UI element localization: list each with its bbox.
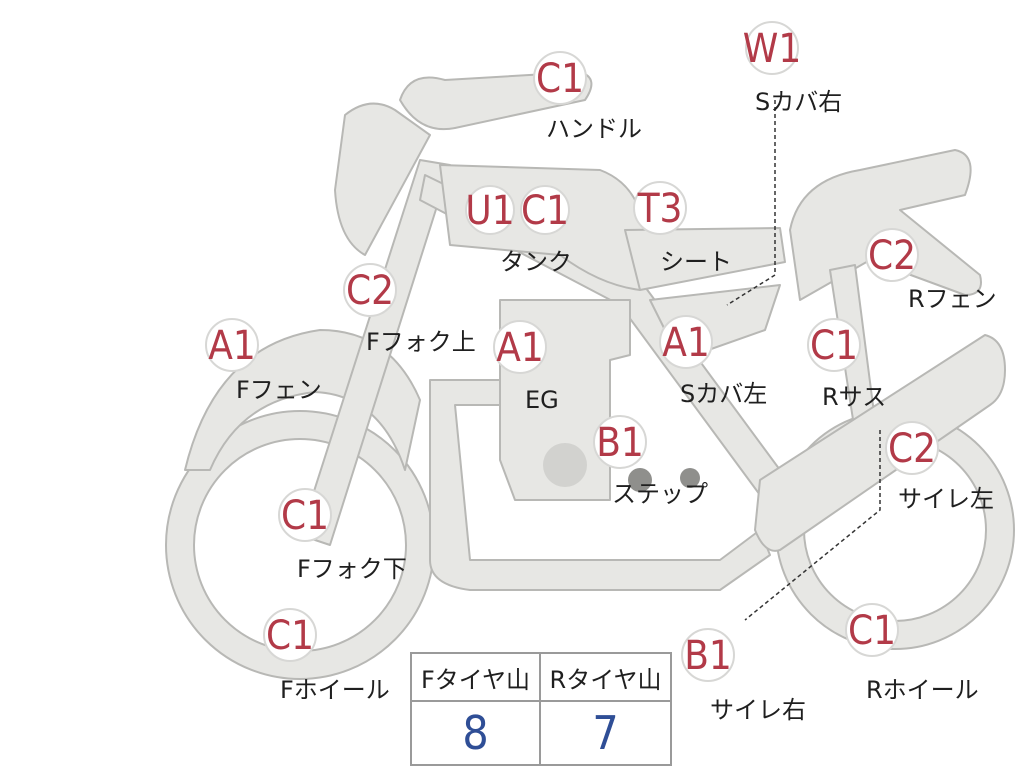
handle-grade: C1 bbox=[536, 56, 584, 102]
grade-annotations: C1 ハンドル W1 Sカバ右 U1 C1 タンク T3 シート C2 Rフェン… bbox=[205, 21, 997, 724]
tail-shape bbox=[789, 149, 982, 301]
side-cover-l-grade-badge bbox=[659, 315, 713, 369]
muffler-r-grade-badge bbox=[681, 628, 735, 682]
seat-grade: T3 bbox=[637, 186, 683, 232]
r-suspension-label: Rサス bbox=[822, 383, 886, 411]
f-wheel-grade: C1 bbox=[266, 613, 314, 659]
tire-tread-table: Fタイヤ山 Rタイヤ山 8 7 bbox=[410, 652, 672, 766]
r-fender-grade-badge bbox=[865, 228, 919, 282]
f-fork-lower-grade-badge bbox=[278, 488, 332, 542]
leader-lines bbox=[726, 100, 881, 621]
tank-grade-a: U1 bbox=[465, 188, 514, 234]
side-cover-r-grade-badge bbox=[745, 21, 799, 75]
muffler-l-grade-badge bbox=[885, 421, 939, 475]
f-fork-lower-label: Fフォク下 bbox=[297, 555, 407, 583]
muffler-l-grade: C2 bbox=[888, 426, 936, 472]
r-suspension-grade-badge bbox=[807, 318, 861, 372]
handle-label: ハンドル bbox=[546, 115, 642, 143]
muffler-l-label: サイレ左 bbox=[898, 485, 994, 513]
f-wheel-label: Fホイール bbox=[280, 676, 390, 704]
f-fork-upper-grade: C2 bbox=[346, 268, 394, 314]
f-fender-label: Fフェン bbox=[236, 376, 322, 404]
front-tire-header: Fタイヤ山 bbox=[412, 654, 541, 702]
f-fork-upper-label: Fフォク上 bbox=[366, 328, 476, 356]
seat-grade-badge bbox=[633, 181, 687, 235]
muffler-r-grade: B1 bbox=[684, 633, 732, 679]
rear-tire-value: 7 bbox=[592, 706, 619, 760]
r-wheel-label: Rホイール bbox=[866, 676, 979, 704]
tank-grade-badge-a bbox=[465, 185, 515, 235]
r-suspension-grade: C1 bbox=[810, 323, 858, 369]
leader-side-cover-r bbox=[726, 100, 776, 306]
f-fork-lower-grade: C1 bbox=[281, 493, 329, 539]
tank-grade-badge-b bbox=[520, 185, 570, 235]
engine-grade: A1 bbox=[496, 325, 544, 371]
leader-muffler bbox=[744, 430, 881, 621]
seat-label: シート bbox=[660, 248, 732, 276]
seat-shape bbox=[624, 227, 786, 291]
tank-grade-b: C1 bbox=[521, 188, 569, 234]
f-fender-grade-badge bbox=[205, 318, 259, 372]
rear-tire-header: Rタイヤ山 bbox=[541, 654, 670, 702]
side-cover-r-label: Sカバ右 bbox=[755, 88, 842, 116]
handle-grade-badge bbox=[533, 51, 587, 105]
engine-grade-badge bbox=[493, 320, 547, 374]
r-wheel-grade: C1 bbox=[848, 608, 896, 654]
r-wheel-grade-badge bbox=[845, 603, 899, 657]
muffler-shape bbox=[754, 334, 1006, 552]
side-cover-l-label: Sカバ左 bbox=[680, 380, 767, 408]
tank-label: タンク bbox=[500, 248, 572, 276]
r-fender-grade: C2 bbox=[868, 233, 916, 279]
front-wheel-shape bbox=[166, 411, 434, 679]
side-cover-l-grade: A1 bbox=[662, 320, 710, 366]
headlight-shape bbox=[334, 102, 431, 256]
f-fork-upper-grade-badge bbox=[343, 263, 397, 317]
r-fender-label: Rフェン bbox=[908, 285, 997, 313]
muffler-r-label: サイレ右 bbox=[710, 696, 806, 724]
step-grade-badge bbox=[593, 415, 647, 469]
side-cover-r-grade: W1 bbox=[743, 26, 801, 72]
engine-label: EG bbox=[525, 386, 559, 414]
f-fender-grade: A1 bbox=[208, 323, 256, 369]
front-tire-value: 8 bbox=[412, 702, 541, 764]
step-label: ステップ bbox=[612, 480, 708, 508]
step-grade: B1 bbox=[596, 420, 644, 466]
f-wheel-grade-badge bbox=[263, 608, 317, 662]
